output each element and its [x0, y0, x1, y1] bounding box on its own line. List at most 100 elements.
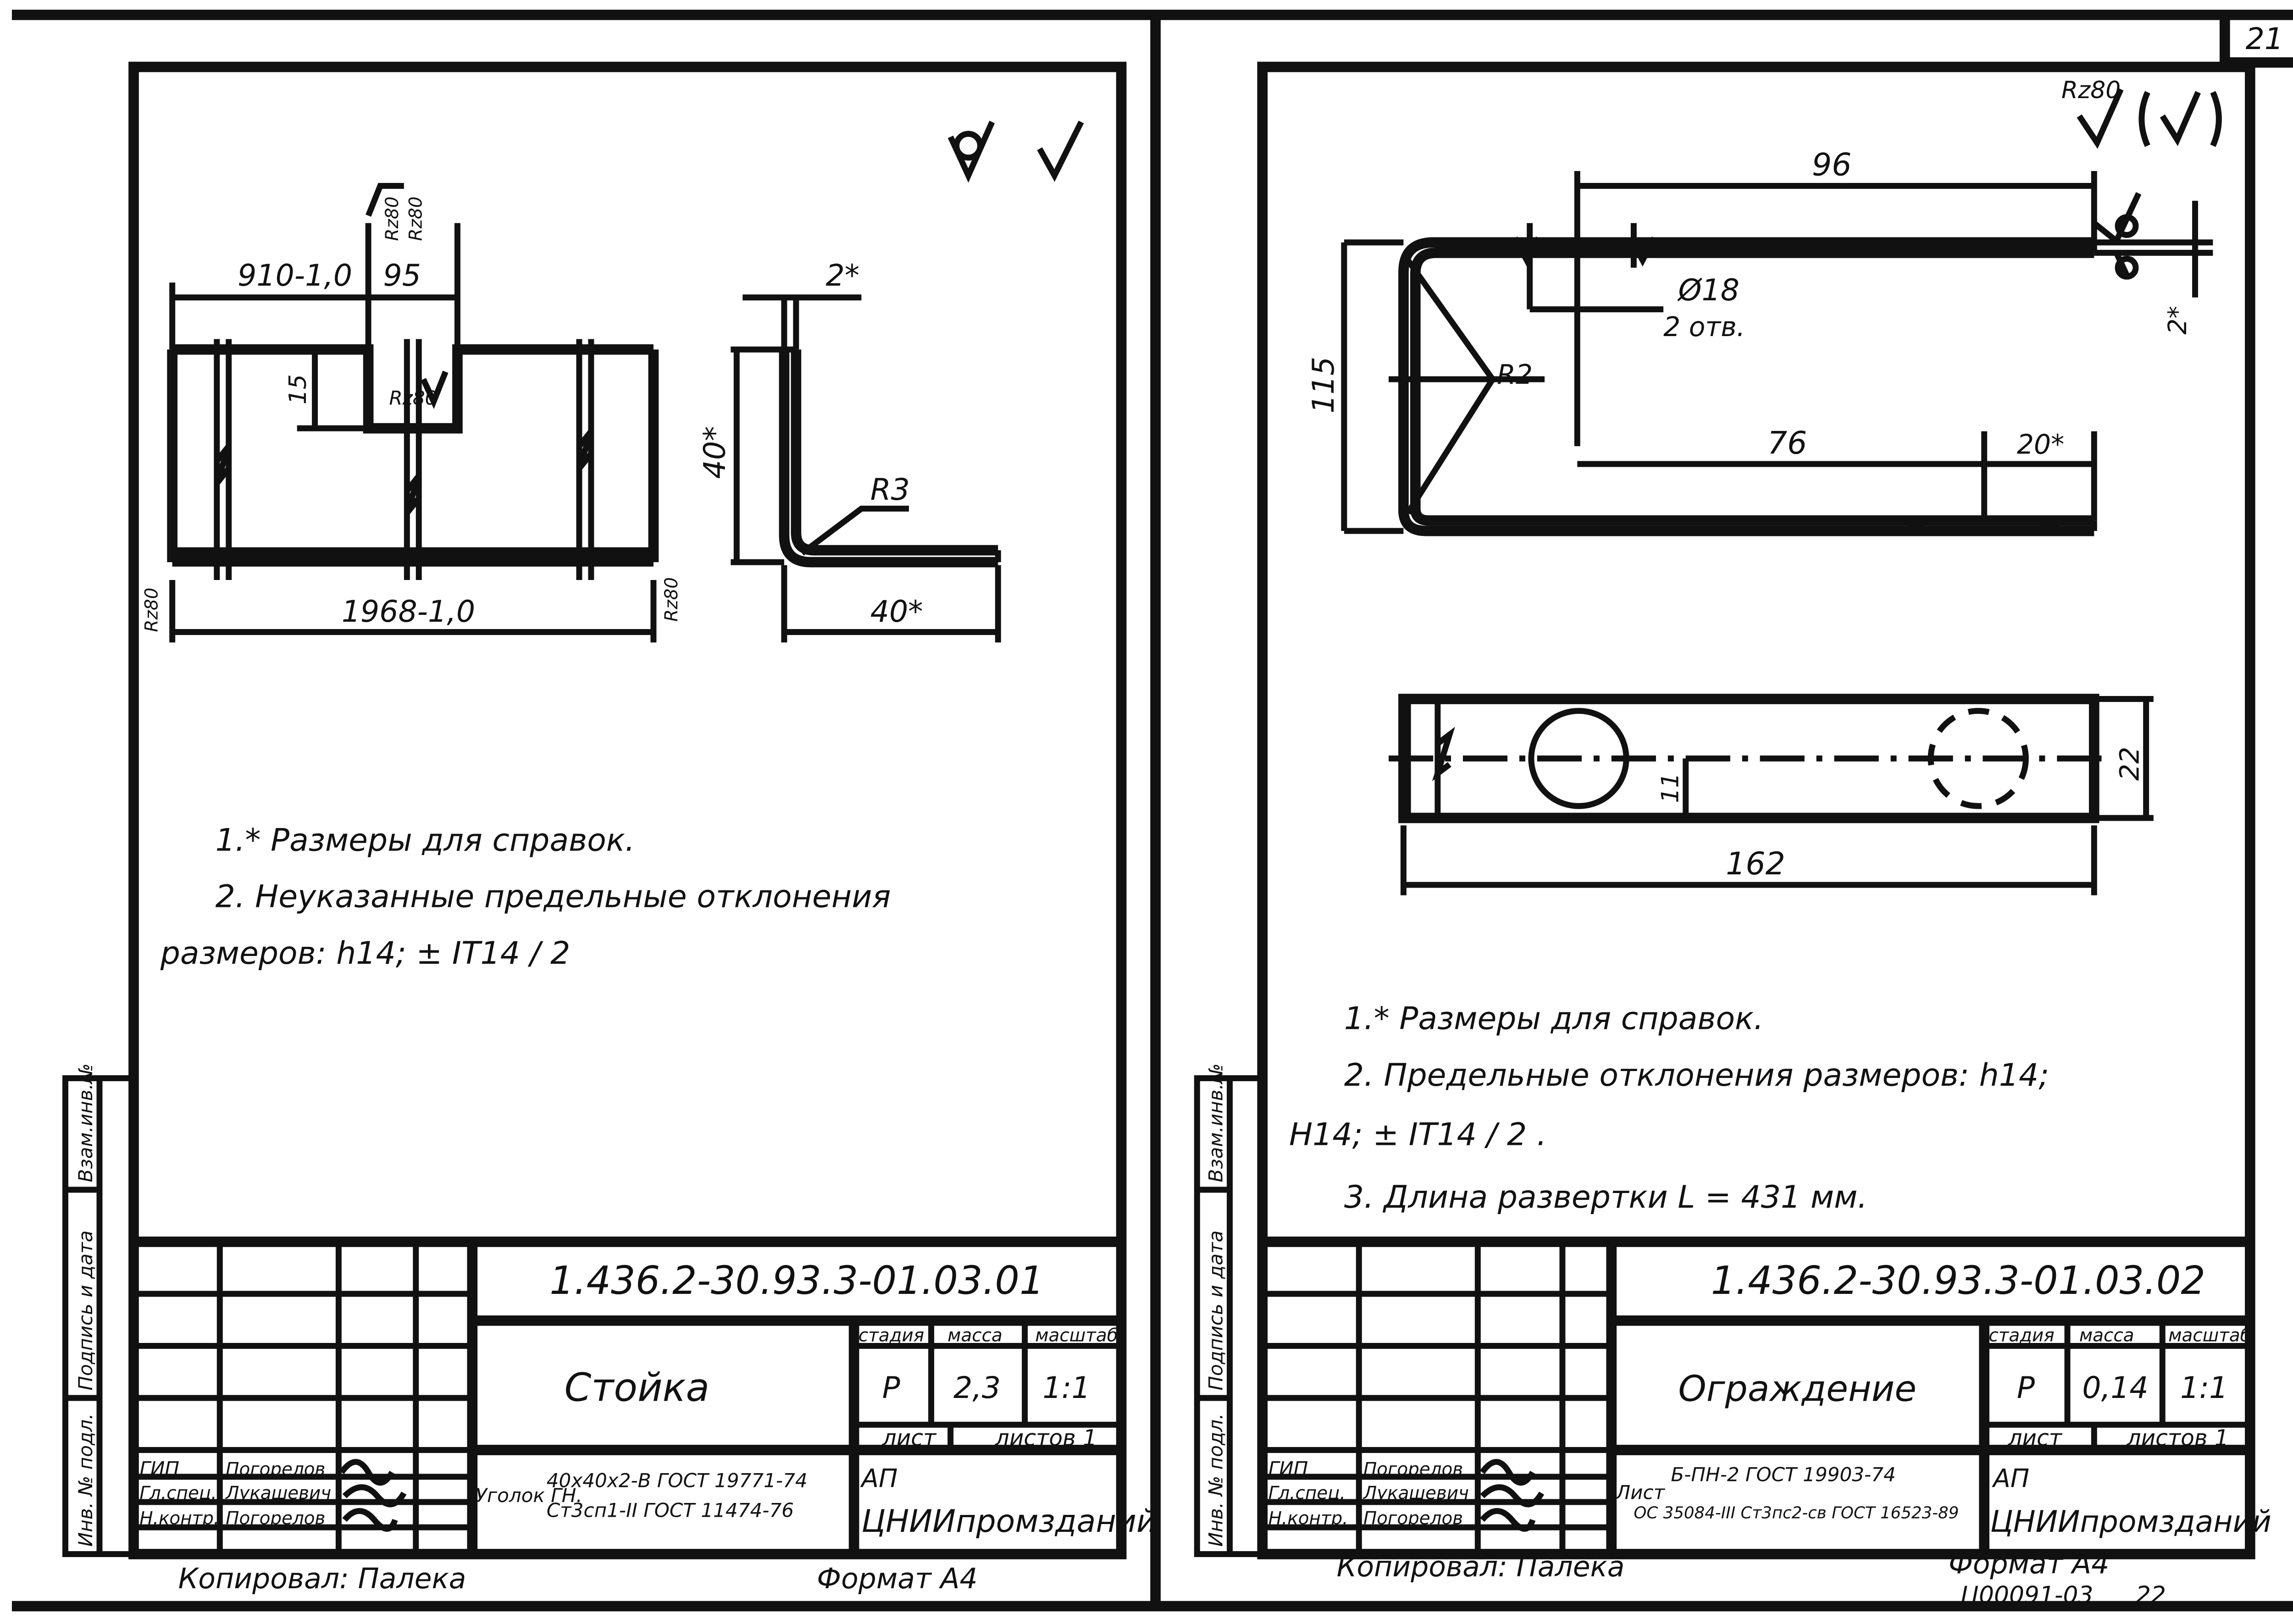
material-line-1: 40х40х2-В ГОСТ 19771-74 [547, 1469, 808, 1492]
guard-profile [1341, 171, 2213, 536]
note-r-1: 1.* Размеры для справок. [1344, 1001, 1764, 1037]
signature-scribble-r [1479, 1459, 1545, 1532]
page-number-top: 21 [2246, 22, 2283, 56]
sig-role-3-r: Н.контр. [1268, 1508, 1348, 1529]
side-label-inv: Инв. № подл. [74, 1413, 97, 1547]
mass-value-r: 0,14 [2082, 1371, 2148, 1405]
side-label-sign: Подпись и дата [74, 1231, 97, 1391]
col-mass: масса [947, 1326, 1002, 1346]
note-3: размеров: h14; ± IT14 / 2 [160, 935, 570, 972]
sig-name-1: Погорелов [226, 1459, 325, 1480]
note-2: 2. Неуказанные предельные отклонения [216, 879, 891, 915]
org-line-1: АП [860, 1464, 897, 1493]
col-stage: стадия [858, 1326, 924, 1346]
dim-22: 22 [2114, 747, 2145, 781]
dim-2-r: 2* [2163, 306, 2192, 335]
rz-top-a: Rz80 [382, 196, 403, 241]
side-label-inv-r: Инв. № подл. [1204, 1413, 1227, 1547]
col-stage-r: стадия [1988, 1326, 2054, 1346]
left-sheet: Инв. № подл. Подпись и дата Взам.инв.№ [62, 61, 1157, 1595]
material-line-2: Ст3сп1-II ГОСТ 11474-76 [547, 1499, 794, 1521]
sig-role-2-r: Гл.спец. [1268, 1483, 1346, 1504]
dim-11: 11 [1657, 773, 1684, 803]
stage-value: Р [882, 1371, 900, 1405]
dim-162: 162 [1726, 846, 1785, 882]
dim-20: 20* [2017, 429, 2064, 460]
dim-910: 910-1,0 [238, 259, 352, 293]
sheets-total-r: листов 1 [2127, 1425, 2229, 1451]
col-mass-r: масса [2079, 1326, 2134, 1346]
dim-1968: 1968-1,0 [342, 595, 475, 629]
title-block [133, 1237, 1122, 1554]
side-label-replace: Взам.инв.№ [74, 1063, 97, 1182]
dim-r3: R3 [870, 473, 910, 507]
side-label-sign-r: Подпись и дата [1204, 1231, 1227, 1391]
angle-section [731, 294, 1001, 643]
copied-by: Копировал: Палека [178, 1562, 466, 1595]
drawing-code-r: 1.436.2-30.93.3-01.03.02 [1711, 1258, 2205, 1303]
rz-top-b: Rz80 [406, 196, 426, 241]
sig-role-1: ГИП [139, 1458, 179, 1480]
drawing-code: 1.436.2-30.93.3-01.03.01 [549, 1258, 1044, 1303]
rz-right: Rz80 [661, 577, 682, 622]
col-scale-r: масштаб [2168, 1326, 2251, 1346]
org-line-1-r: АП [1992, 1464, 2029, 1493]
material-line-2-r: ОС 35084-III Ст3пс2-св ГОСТ 16523-89 [1634, 1504, 1959, 1523]
bottom-code: Ц00091-03 [1961, 1582, 2094, 1609]
sig-name-2: Лукашевич [225, 1483, 331, 1504]
col-scale: масштаб [1035, 1326, 1118, 1346]
dim-40-vert: 40* [698, 426, 732, 479]
scale-value-r: 1:1 [2180, 1371, 2228, 1405]
stage-value-r: Р [2017, 1371, 2035, 1405]
dim-115: 115 [1307, 357, 1341, 414]
dim-hole-count: 2 отв. [1663, 311, 1745, 342]
note-r-2: 2. Предельные отклонения размеров: h14; [1344, 1057, 2049, 1094]
org-line-2-r: ЦНИИпромзданий [1990, 1505, 2271, 1539]
roughness-check [2077, 88, 2124, 149]
format-label: Формат А4 [817, 1562, 977, 1595]
dim-95: 95 [383, 259, 421, 293]
sig-name-3-r: Погорелов [1363, 1508, 1463, 1529]
part-title: Стойка [565, 1365, 709, 1410]
dim-40-horiz: 40* [870, 595, 923, 629]
note-r-3: H14; ± IT14 / 2 . [1289, 1117, 1546, 1153]
sheets-total: листов 1 [995, 1425, 1097, 1451]
right-sheet: Инв. № подл. Подпись и дата Взам.инв.№ R… [1194, 61, 2271, 1609]
signature-scribble [339, 1459, 407, 1532]
note-r-4: 3. Длина развертки L = 431 мм. [1344, 1179, 1867, 1215]
bottom-page: 22 [2136, 1582, 2166, 1609]
side-label-replace-r: Взам.инв.№ [1204, 1063, 1227, 1182]
copied-by-r: Копировал: Палека [1337, 1550, 1625, 1583]
rz-general: Rz80 [2061, 77, 2121, 104]
roughness-paren [2138, 91, 2222, 147]
rz-left: Rz80 [141, 588, 162, 632]
note-1: 1.* Размеры для справок. [216, 822, 635, 858]
dim-96: 96 [1812, 147, 1852, 183]
material-line-1-r: Б-ПН-2 ГОСТ 19903-74 [1671, 1464, 1895, 1486]
dim-2: 2* [826, 259, 860, 293]
title-block-r [1262, 1237, 2250, 1554]
sig-name-2-r: Лукашевич [1363, 1483, 1469, 1504]
angle-front-view [167, 182, 659, 643]
rz-notch: Rz80 [389, 387, 437, 409]
sig-name-1-r: Погорелов [1363, 1459, 1463, 1480]
sig-role-2: Гл.спец. [139, 1483, 216, 1504]
material-prefix: Уголок ГН. [475, 1484, 582, 1507]
sig-name-3: Погорелов [226, 1508, 325, 1529]
dim-15: 15 [284, 374, 312, 404]
guard-plan-view [1389, 694, 2154, 895]
page-borders [11, 10, 2293, 1612]
dim-r2: R2 [1497, 359, 1533, 390]
dim-76: 76 [1767, 425, 1807, 461]
dim-hole: Ø18 [1677, 273, 1739, 308]
roughness-symbols [947, 121, 1084, 183]
mass-value: 2,3 [953, 1371, 1001, 1405]
org-line-2: ЦНИИпромзданий [861, 1503, 1157, 1540]
sheet-label-r: лист [2007, 1425, 2062, 1451]
sig-role-3: Н.контр. [139, 1508, 219, 1529]
scale-value: 1:1 [1042, 1371, 1090, 1405]
sig-role-1-r: ГИП [1268, 1458, 1308, 1480]
sheet-label: лист [882, 1425, 937, 1451]
material-prefix-r: Лист [1615, 1481, 1666, 1504]
